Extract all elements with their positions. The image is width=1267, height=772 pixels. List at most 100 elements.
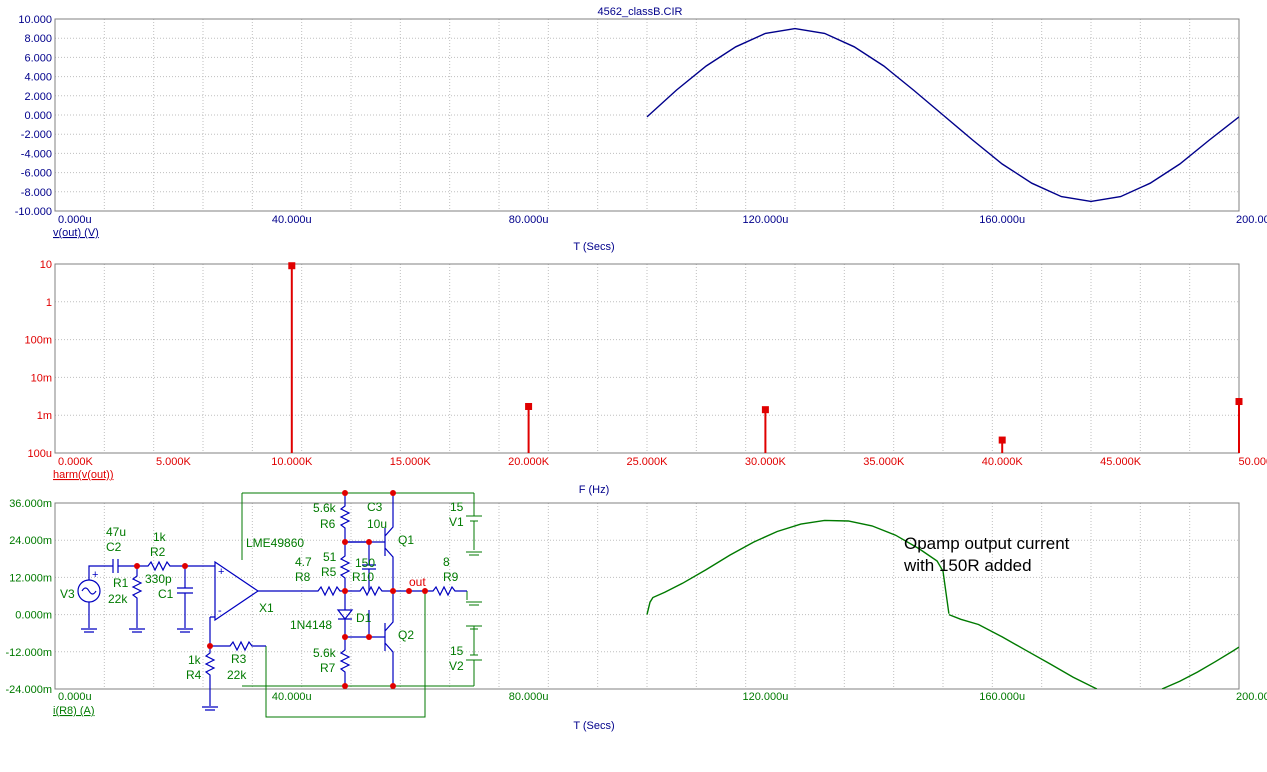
y-tick-label: 0.000 [24, 110, 52, 122]
plot-opamp-current: 36.000m 24.000m 12.000m 0.000m -12.000m -24.0… [6, 498, 1267, 732]
schematic-labels: 47u C2 1k R2 R1 22k 330p C1 V3 LME49860 … [60, 500, 464, 682]
series-line [1161, 646, 1239, 689]
x-tick-label: 5.000K [156, 456, 192, 468]
label-r3-value: 22k [227, 668, 247, 682]
y-tick-label: 100m [24, 335, 52, 347]
label-r6-value: 5.6k [313, 501, 337, 515]
y-tick-label: 10 [40, 259, 52, 271]
label-q1-ref: Q1 [398, 533, 414, 547]
label-r4-ref: R4 [186, 668, 202, 682]
label-v1-value: 15 [450, 500, 464, 514]
label-r5-value: 51 [323, 550, 337, 564]
x-tick-label: 40.000K [982, 456, 1024, 468]
label-c1-ref: C1 [158, 587, 174, 601]
label-r5-ref: R5 [321, 565, 337, 579]
y-tick-label: -10.000 [15, 206, 52, 218]
y-tick-label: 8.000 [24, 33, 52, 45]
harmonic-marker [761, 406, 769, 414]
x-tick-label: 45.000K [1100, 456, 1142, 468]
schematic-symbols: + - + [92, 566, 224, 617]
label-r6-ref: R6 [320, 517, 336, 531]
window-title: 4562_classB.CIR [598, 6, 683, 18]
y-tick-label: -2.000 [21, 129, 52, 141]
schematic-junctions [134, 490, 428, 689]
x-tick-label: 120.000u [742, 214, 788, 226]
label-r8-value: 4.7 [295, 555, 312, 569]
x-tick-label: 40.000u [272, 691, 312, 703]
y-tick-label: 1m [37, 410, 52, 422]
y-tick-label: -24.000m [6, 684, 52, 696]
harmonic-marker [288, 262, 296, 270]
plot-frame [54, 18, 1240, 212]
x-tick-label: 50.000K [1239, 456, 1267, 468]
x-axis-label: T (Secs) [573, 720, 614, 732]
grid-lines [55, 19, 1239, 211]
label-r2-ref: R2 [150, 545, 166, 559]
x-tick-label: 40.000u [272, 214, 312, 226]
harmonic-marker [998, 436, 1006, 444]
circuit-schematic-parts [77, 493, 467, 711]
label-r3-ref: R3 [231, 652, 247, 666]
x-tick-label: 30.000K [745, 456, 787, 468]
x-tick-label: 160.000u [979, 214, 1025, 226]
label-r1-ref: R1 [113, 576, 129, 590]
label-c2-value: 47u [106, 525, 126, 539]
plot-vout: 10.0008.0006.0004.0002.0000.000-2.000-4.… [15, 14, 1267, 253]
x-tick-label: 160.000u [979, 691, 1025, 703]
x-tick-label: 25.000K [627, 456, 669, 468]
label-q2-ref: Q2 [398, 628, 414, 642]
y-tick-label: -6.000 [21, 168, 52, 180]
series-line [646, 519, 950, 615]
label-r8-ref: R8 [295, 570, 311, 584]
trace-label: v(out) (V) [53, 227, 99, 239]
label-r7-value: 5.6k [313, 646, 337, 660]
label-d1-ref: D1 [356, 611, 372, 625]
label-c1-value: 330p [145, 572, 172, 586]
opamp-plus-sign: + [218, 566, 224, 578]
label-c3-value: 10u [367, 517, 387, 531]
y-tick-label: 4.000 [24, 72, 52, 84]
y-tick-label: 0.000m [15, 610, 52, 622]
x-tick-label: 0.000u [58, 691, 92, 703]
label-r7-ref: R7 [320, 661, 336, 675]
x-tick-label: 80.000u [509, 214, 549, 226]
x-tick-label: 200.000u [1236, 214, 1267, 226]
circuit-schematic [241, 492, 482, 718]
y-tick-label: 24.000m [9, 535, 52, 547]
x-axis-label: F (Hz) [579, 484, 610, 496]
label-c2-ref: C2 [106, 540, 122, 554]
y-tick-label: 100u [28, 448, 52, 460]
opamp-minus-sign: - [218, 605, 222, 617]
label-v1-ref: V1 [449, 515, 464, 529]
y-tick-label: 36.000m [9, 498, 52, 510]
annotation-line-1: Opamp output current [904, 534, 1070, 553]
harmonic-marker [525, 402, 533, 410]
y-tick-label: 10m [31, 372, 52, 384]
plot-frame [54, 263, 1240, 454]
x-axis-label: T (Secs) [573, 241, 614, 253]
label-x1-value: LME49860 [246, 536, 304, 550]
label-v3-ref: V3 [60, 587, 75, 601]
harmonic-marker [1235, 398, 1243, 406]
y-tick-label: 6.000 [24, 52, 52, 64]
label-r1-value: 22k [108, 592, 128, 606]
y-tick-label: -12.000m [6, 647, 52, 659]
y-tick-label: 2.000 [24, 91, 52, 103]
series-line [646, 27, 1239, 203]
x-tick-label: 200.000u [1236, 691, 1267, 703]
x-tick-label: 80.000u [509, 691, 549, 703]
label-r10-value: 150 [355, 556, 375, 570]
label-r10-ref: R10 [352, 570, 374, 584]
x-tick-label: 0.000K [58, 456, 94, 468]
label-r9-ref: R9 [443, 570, 459, 584]
y-tick-label: 10.000 [18, 14, 52, 26]
y-tick-label: 12.000m [9, 572, 52, 584]
series-line [948, 613, 1098, 689]
label-v2-value: 15 [450, 644, 464, 658]
y-tick-label: -8.000 [21, 187, 52, 199]
node-label-out: out [409, 575, 426, 589]
x-tick-label: 20.000K [508, 456, 550, 468]
grid-lines [55, 264, 1239, 453]
